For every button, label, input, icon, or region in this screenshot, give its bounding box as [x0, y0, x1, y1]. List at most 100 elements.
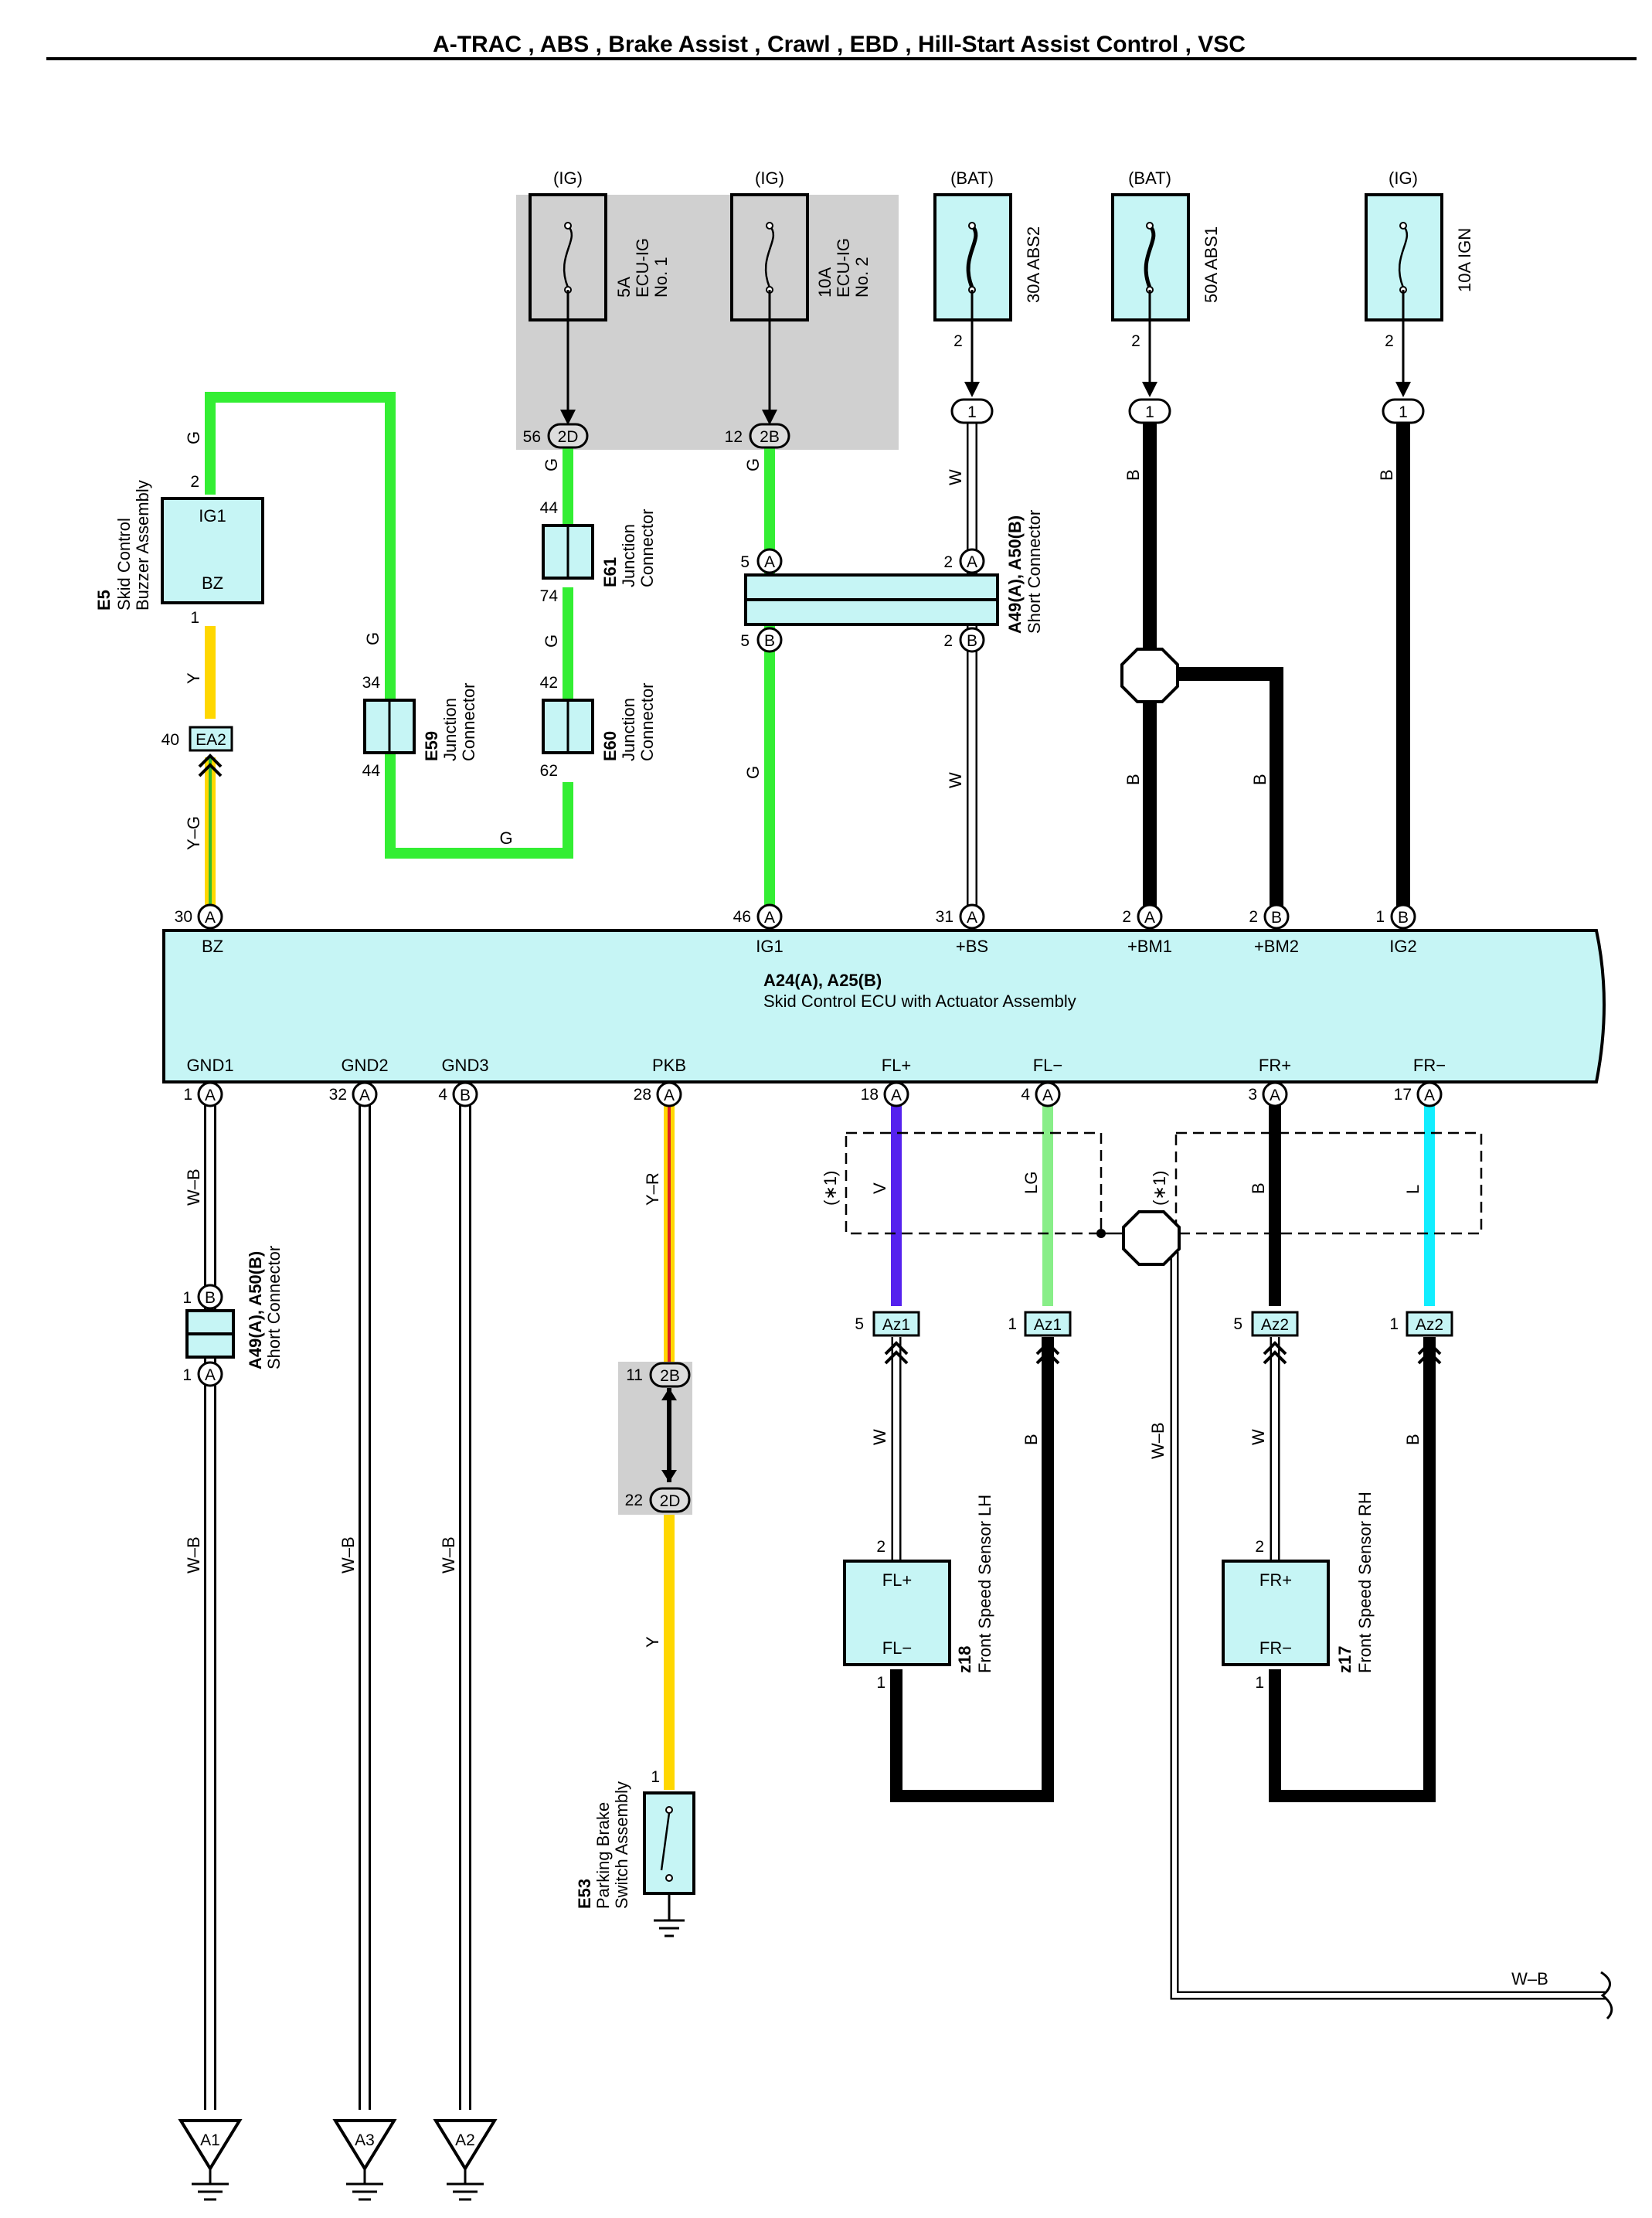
ecu-pin-bs: 31 A +BS	[936, 903, 988, 956]
svg-text:A: A	[764, 909, 775, 927]
svg-text:A: A	[359, 1087, 370, 1104]
svg-text:E60: E60	[600, 731, 620, 761]
svg-text:A: A	[1270, 1087, 1280, 1104]
svg-text:(BAT): (BAT)	[950, 168, 994, 188]
svg-text:B: B	[1123, 469, 1143, 481]
svg-text:+BM2: +BM2	[1254, 937, 1299, 956]
svg-text:A49(A), A50(B): A49(A), A50(B)	[1005, 515, 1025, 634]
svg-text:z18: z18	[955, 1646, 974, 1673]
svg-text:Y–R: Y–R	[643, 1172, 662, 1206]
svg-text:FR+: FR+	[1259, 1056, 1291, 1075]
svg-text:Connector: Connector	[637, 682, 657, 761]
svg-text:PKB: PKB	[652, 1056, 686, 1075]
fuse-ecu-ig2: (IG) 10A ECU-IG No. 2	[730, 168, 872, 425]
connector-ea2: 40 EA2	[161, 726, 233, 777]
svg-text:2: 2	[943, 632, 953, 650]
svg-text:42: 42	[540, 674, 558, 692]
svg-text:22: 22	[625, 1492, 643, 1509]
svg-text:A: A	[1424, 1087, 1435, 1104]
svg-text:5: 5	[740, 632, 750, 650]
shield-note-right: (∗1)	[1150, 1171, 1169, 1206]
svg-text:E59: E59	[422, 731, 441, 761]
svg-text:1: 1	[1375, 908, 1385, 926]
svg-text:2: 2	[1385, 332, 1394, 350]
svg-text:Switch Assembly: Switch Assembly	[612, 1781, 631, 1909]
front-speed-sensor-rh: 2 FR+ FR− 1 z17 Front Speed Sensor RH	[1222, 1492, 1375, 1692]
svg-text:Short Connector: Short Connector	[264, 1246, 284, 1369]
svg-text:2D: 2D	[660, 1492, 681, 1510]
svg-text:B: B	[205, 1289, 216, 1307]
svg-text:W–B: W–B	[439, 1536, 458, 1573]
svg-text:W: W	[946, 772, 965, 788]
svg-text:G: G	[743, 458, 763, 471]
svg-text:2: 2	[953, 332, 963, 350]
svg-text:(IG): (IG)	[1389, 168, 1418, 188]
svg-text:56: 56	[523, 428, 541, 446]
svg-text:(IG): (IG)	[553, 168, 583, 188]
svg-text:W–B: W–B	[184, 1169, 203, 1206]
svg-text:A: A	[764, 553, 775, 571]
svg-text:1: 1	[967, 403, 977, 421]
ground-a1: A1	[178, 2119, 243, 2201]
svg-text:1: 1	[1255, 1674, 1264, 1692]
svg-text:44: 44	[362, 762, 381, 780]
skid-control-buzzer: 2 IG1 BZ 1 E5 Skid Control Buzzer Assemb…	[94, 473, 264, 627]
svg-text:2: 2	[1249, 908, 1258, 926]
svg-text:1: 1	[876, 1674, 885, 1692]
svg-text:11: 11	[626, 1366, 643, 1384]
fuse-ign: (IG) 10A IGN 2 1	[1365, 168, 1474, 424]
svg-text:31: 31	[936, 908, 953, 926]
svg-text:IG1: IG1	[199, 506, 226, 526]
svg-text:ECU-IG: ECU-IG	[633, 238, 652, 298]
junction-2b-top: 12 2B	[725, 423, 790, 449]
junction-connector-e61: 44 74 E61 Junction Connector	[540, 499, 657, 605]
svg-text:Skid Control ECU with Actuator: Skid Control ECU with Actuator Assembly	[763, 992, 1076, 1011]
junction-connector-e59: 34 44 E59 Junction Connector	[362, 674, 478, 780]
svg-text:FL+: FL+	[882, 1056, 912, 1075]
junction-2b-lower: 11 2B	[626, 1362, 691, 1400]
ecu-pin-fl-plus: FL+ 18 A	[861, 1056, 912, 1107]
diagram-title: A-TRAC , ABS , Brake Assist , Crawl , EB…	[433, 32, 1246, 57]
svg-text:G: G	[184, 431, 203, 444]
svg-text:B: B	[1398, 909, 1409, 927]
svg-text:W–B: W–B	[184, 1536, 203, 1573]
svg-text:Az1: Az1	[882, 1316, 910, 1334]
svg-text:Junction: Junction	[619, 698, 638, 761]
short-connector-top: 5 A 2 A 5 B 2 B A49(A), A50(B) Short Con…	[740, 510, 1044, 653]
svg-text:B: B	[1250, 774, 1270, 785]
svg-text:1: 1	[182, 1289, 192, 1307]
svg-text:10A IGN: 10A IGN	[1455, 228, 1474, 292]
svg-text:Front Speed Sensor LH: Front Speed Sensor LH	[975, 1495, 994, 1673]
svg-text:A: A	[205, 1366, 216, 1384]
svg-text:18: 18	[861, 1086, 879, 1104]
svg-text:1: 1	[1145, 403, 1154, 421]
svg-text:Az1: Az1	[1034, 1316, 1062, 1334]
svg-text:BZ: BZ	[202, 573, 223, 593]
svg-text:z17: z17	[1335, 1646, 1355, 1673]
svg-text:No. 1: No. 1	[651, 257, 671, 298]
svg-text:5: 5	[1233, 1315, 1242, 1333]
connector-az1-fl-minus: 1 Az1	[1008, 1311, 1072, 1365]
svg-text:74: 74	[540, 587, 559, 605]
svg-text:No. 2: No. 2	[852, 257, 872, 298]
svg-text:Front Speed Sensor RH: Front Speed Sensor RH	[1355, 1492, 1375, 1673]
svg-text:A24(A), A25(B): A24(A), A25(B)	[763, 971, 882, 990]
svg-text:FL−: FL−	[1033, 1056, 1063, 1075]
svg-text:G: G	[743, 766, 763, 779]
svg-text:W: W	[870, 1429, 889, 1445]
svg-text:B: B	[460, 1087, 471, 1104]
fuse-abs1: (BAT) 50A ABS1 2 1	[1111, 168, 1221, 424]
svg-text:G: G	[542, 634, 561, 648]
svg-text:4: 4	[1021, 1086, 1030, 1104]
svg-text:FL+: FL+	[882, 1570, 913, 1590]
svg-text:5A: 5A	[614, 277, 634, 298]
svg-text:IG1: IG1	[756, 937, 783, 956]
svg-text:46: 46	[733, 908, 751, 926]
svg-text:Y: Y	[184, 672, 203, 684]
junction-connector-e60: 42 62 E60 Junction Connector	[540, 674, 657, 780]
svg-text:GND2: GND2	[341, 1056, 388, 1075]
svg-text:EA2: EA2	[195, 731, 226, 749]
svg-text:Short Connector: Short Connector	[1025, 510, 1044, 634]
svg-text:1: 1	[1399, 403, 1408, 421]
ecu-pin-bz: 30 A BZ	[175, 903, 223, 956]
